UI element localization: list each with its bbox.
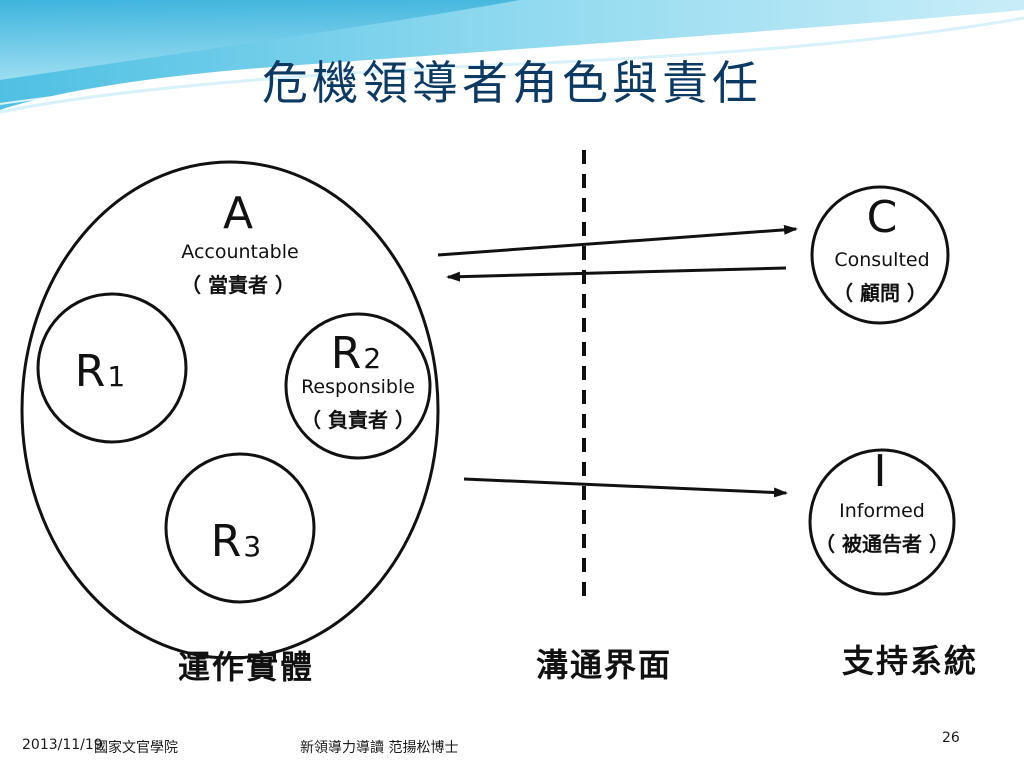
- r3-letter: R3: [211, 516, 261, 567]
- r2-chinese: （ 負責者 ）: [301, 408, 415, 432]
- consulted-chinese: （ 顧問 ）: [833, 281, 927, 305]
- informed-circle: [808, 448, 956, 596]
- r3-circle: [164, 452, 316, 604]
- arrow-to-consulted: [437, 224, 798, 257]
- footer-organization: 國家文官學院: [94, 740, 178, 756]
- r3-letter-main: R: [211, 516, 242, 567]
- r2-english: Responsible: [301, 376, 415, 398]
- r2-digit: 2: [363, 342, 381, 375]
- footer-course-title: 新領導力導讀 范揚松博士: [300, 740, 459, 756]
- r1-letter-main: R: [75, 346, 106, 397]
- slide-page-number: 26: [942, 730, 960, 746]
- r1-letter: R1: [75, 346, 125, 397]
- footer-date: 2013/11/19: [22, 737, 103, 753]
- accountable-english: Accountable: [181, 241, 298, 263]
- r2-letter-main: R: [331, 328, 362, 379]
- slide-footer: 2013/11/19 國家文官學院 新領導力導讀 范揚松博士 26: [0, 730, 1024, 768]
- informed-english: Informed: [839, 500, 925, 522]
- r2-letter: R2: [331, 328, 381, 379]
- slide-title: 危機領導者角色與責任: [262, 56, 762, 110]
- r2-circle: [284, 312, 432, 460]
- arrow-from-consulted: [446, 266, 787, 282]
- informed-chinese: （ 被通告者 ）: [815, 532, 949, 556]
- consulted-circle: [810, 185, 950, 325]
- accountable-letter: A: [223, 188, 253, 239]
- communication-interface-label: 溝通界面: [536, 646, 672, 684]
- header-swoosh-background: [0, 0, 1024, 130]
- accountable-chinese: （ 當責者 ）: [181, 273, 295, 297]
- accountable-outer-ellipse: [20, 160, 440, 660]
- r3-digit: 3: [243, 530, 261, 563]
- r1-digit: 1: [107, 360, 125, 393]
- consulted-english: Consulted: [834, 249, 929, 271]
- informed-letter: I: [874, 446, 887, 497]
- r1-circle: [36, 292, 188, 444]
- operating-entity-label: 運作實體: [178, 648, 314, 686]
- arrow-to-informed: [463, 477, 788, 498]
- support-system-label: 支持系統: [842, 642, 978, 680]
- consulted-letter: C: [867, 192, 898, 243]
